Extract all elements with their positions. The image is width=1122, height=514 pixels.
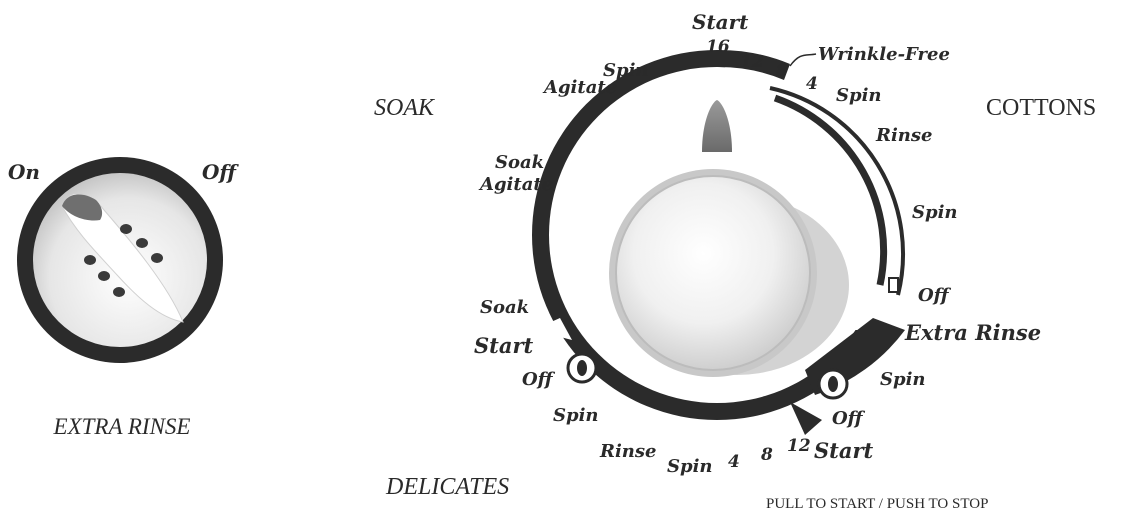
top-16-label: 16 <box>706 37 730 57</box>
top-4-label: 4 <box>806 74 818 94</box>
cottons-off-label: Off <box>918 285 952 306</box>
soak-start-label: Start <box>474 333 534 358</box>
extra-rinse-off-label: Off <box>202 160 239 184</box>
knob-face[interactable] <box>616 176 810 370</box>
section-cottons: COTTONS <box>986 95 1096 121</box>
delicates-8-label: 8 <box>760 445 773 465</box>
top-start-label: Start <box>692 10 749 34</box>
section-soak: SOAK <box>374 95 436 121</box>
wrinkle-free-label: Wrinkle-Free <box>818 44 950 65</box>
delicates-spin-label: Spin <box>553 405 599 426</box>
cottons-spin2-label: Spin <box>912 202 958 223</box>
soak-bottom-label: Soak <box>480 297 529 318</box>
footer-instruction: PULL TO START / PUSH TO STOP <box>766 496 988 512</box>
extra-rinse-knob[interactable]: On Off EXTRA RINSE <box>8 157 239 439</box>
top-8-label: 8 <box>775 61 788 81</box>
cycle-dial[interactable] <box>532 50 1000 435</box>
cottons-rinse-label: Rinse <box>875 125 932 146</box>
extra-rinse-title: EXTRA RINSE <box>53 414 191 439</box>
delicates-spin2-label: Spin <box>667 456 713 477</box>
delicates-start-notch <box>790 402 822 435</box>
delicates-off-label: Off <box>522 369 556 390</box>
top-12-label: 12 <box>740 52 764 72</box>
cottons-off-indicator <box>819 370 847 398</box>
soak-agitate-line2: Agitate <box>478 174 553 195</box>
cottons-extra-rinse-label: Extra Rinse <box>904 320 1041 345</box>
delicates-4-label: 4 <box>728 452 740 472</box>
extra-rinse-on-label: On <box>8 160 40 184</box>
delicates-start-label: Start <box>814 438 874 463</box>
soak-agitate-line1: Soak <box>495 152 544 173</box>
section-delicates: DELICATES <box>385 474 509 500</box>
delicates-12-label: 12 <box>787 436 811 456</box>
delicates-off-indicator <box>568 354 596 382</box>
off-marker-cottons <box>889 278 898 292</box>
cottons-spin1-label: Spin <box>836 85 882 106</box>
soak-agitate-label: Agitate <box>542 77 617 98</box>
cottons-spin3-label: Spin <box>880 369 926 390</box>
delicates-rinse-label: Rinse <box>599 441 656 462</box>
cottons-off2-label: Off <box>832 408 866 429</box>
